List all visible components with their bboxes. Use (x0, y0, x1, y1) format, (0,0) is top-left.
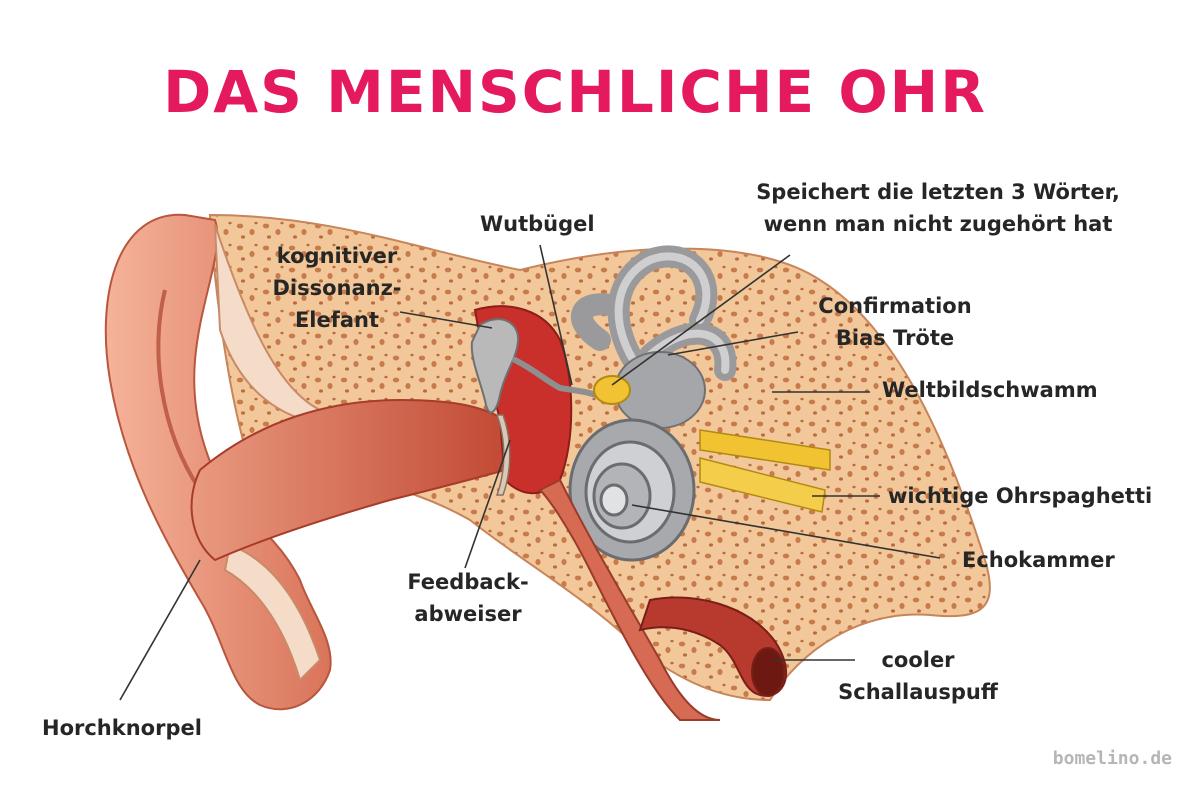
label-weltbild: Weltbildschwamm (882, 378, 1098, 402)
label-speichert-line2: wenn man nicht zugehört hat (763, 212, 1113, 236)
label-confirmation: Confirmation Bias Tröte (795, 290, 995, 354)
leader-speichert (611, 254, 791, 386)
leader-horchknorpel (119, 559, 201, 701)
ossicles (470, 318, 520, 414)
label-cooler-line1: cooler (881, 648, 955, 672)
label-speichert-line1: Speichert die letzten 3 Wörter, (756, 180, 1120, 204)
cochlea (568, 418, 696, 562)
label-ohrspaghetti: wichtige Ohrspaghetti (888, 484, 1153, 508)
leader-confirmation (667, 331, 799, 356)
leader-feedback (464, 439, 511, 569)
blood-vessel (638, 596, 787, 697)
label-wutbuegel: Wutbügel (480, 212, 595, 236)
label-speichert: Speichert die letzten 3 Wörter, wenn man… (728, 176, 1148, 240)
label-confirmation-line2: Bias Tröte (835, 326, 955, 350)
credit-watermark: bomelino.de (1052, 748, 1172, 769)
label-kognitiver-line3: Elefant (294, 308, 380, 332)
page-title: DAS MENSCHLICHE OHR (163, 58, 987, 126)
label-feedback-line2: abweiser (414, 602, 522, 626)
leader-wutbuegel (539, 244, 573, 386)
label-kognitiver-line2: Dissonanz- (272, 276, 402, 300)
label-feedback: Feedback- abweiser (398, 566, 538, 630)
eustachian-tube (538, 478, 721, 721)
label-cooler: cooler Schallauspuff (818, 644, 1018, 708)
label-cooler-line2: Schallauspuff (838, 680, 998, 704)
leader-echokammer (631, 504, 941, 559)
leader-kognitiver (399, 311, 493, 329)
auditory-nerve (699, 429, 831, 513)
label-kognitiver-line1: kognitiver (276, 244, 398, 268)
label-horchknorpel: Horchknorpel (42, 716, 202, 740)
label-confirmation-line1: Confirmation (818, 294, 972, 318)
ear-canal (190, 398, 506, 562)
label-echokammer: Echokammer (962, 548, 1115, 572)
label-kognitiver: kognitiver Dissonanz- Elefant (262, 240, 412, 336)
label-feedback-line1: Feedback- (407, 570, 529, 594)
